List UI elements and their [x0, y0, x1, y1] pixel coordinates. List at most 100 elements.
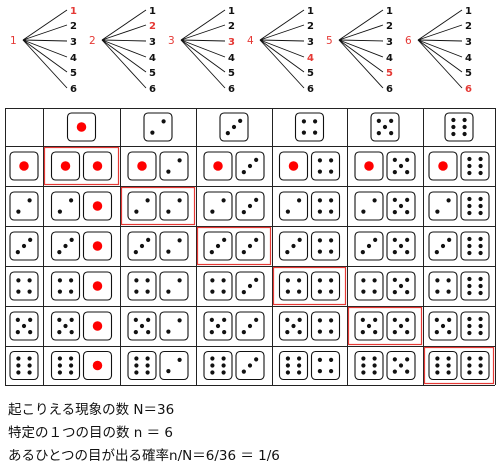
pip [329, 198, 334, 203]
pip [297, 278, 302, 283]
die-face-5 [9, 311, 39, 341]
pip [376, 118, 381, 123]
pip [221, 370, 226, 375]
tree-branch [101, 39, 147, 89]
pip [63, 243, 68, 249]
pip [392, 170, 397, 175]
pip [478, 203, 483, 209]
pip [467, 290, 472, 296]
pip [373, 330, 378, 335]
die-face-3 [127, 231, 157, 261]
die-face-3 [50, 231, 81, 261]
die-face-4 [127, 271, 157, 301]
pip [372, 289, 377, 294]
die-face-5 [386, 271, 416, 301]
pip [297, 289, 302, 294]
pip [317, 289, 322, 294]
die-face-4 [354, 271, 384, 301]
die-face-3 [235, 191, 265, 221]
die-face-6 [460, 151, 490, 181]
pip [372, 278, 377, 283]
tree-branch [417, 39, 463, 73]
pip [478, 316, 483, 322]
die-face-5 [278, 311, 309, 341]
pip [467, 250, 472, 256]
pip [145, 363, 150, 368]
pip [405, 277, 410, 282]
tree-branch-label: 3 [307, 37, 314, 48]
tree-branch [338, 24, 384, 41]
tree-branch [417, 39, 463, 58]
pip [63, 323, 68, 329]
pip [210, 363, 215, 368]
pip [27, 356, 32, 361]
pip [389, 118, 394, 123]
pip [361, 356, 366, 361]
pip [177, 158, 182, 163]
die-face-1 [203, 151, 233, 181]
pip [392, 157, 397, 162]
pip [57, 278, 63, 283]
pip [285, 289, 290, 294]
tree-root-label: 2 [89, 35, 96, 47]
pip [329, 357, 334, 362]
pip [329, 278, 334, 283]
pip [145, 289, 150, 294]
pip [478, 370, 483, 375]
pip [360, 317, 365, 322]
pip [137, 161, 147, 171]
die-face-5 [370, 112, 400, 142]
die-face-5 [386, 151, 416, 181]
pip [285, 356, 290, 361]
die-face-3 [235, 311, 265, 341]
pip [398, 163, 404, 169]
pip [462, 131, 467, 137]
pip [27, 363, 32, 368]
tree-branch-label: 1 [149, 6, 156, 17]
tree-branch-label: 5 [465, 68, 472, 79]
pip [447, 317, 452, 322]
tree-branch-label: 4 [386, 53, 393, 64]
pip [254, 197, 259, 202]
tree-branch [259, 39, 305, 73]
tree-branch [338, 39, 384, 89]
pip [329, 329, 334, 334]
die-face-6 [203, 350, 233, 381]
pip [166, 169, 171, 174]
pip [435, 209, 440, 214]
pip [247, 243, 253, 249]
pip [241, 250, 246, 255]
highlight-box [196, 226, 272, 266]
pip [60, 161, 71, 171]
pip [317, 329, 322, 334]
pip [317, 318, 322, 323]
pip [478, 323, 483, 329]
pip [134, 356, 139, 361]
pip [364, 161, 374, 171]
pip [69, 363, 74, 368]
pip [231, 124, 237, 130]
pip [372, 356, 377, 361]
tree-branch [180, 9, 226, 41]
tree-branch-label: 5 [386, 68, 393, 79]
die-face-5 [386, 311, 416, 341]
tree-branch-label: 1 [465, 6, 472, 17]
pip [478, 210, 483, 216]
pip [28, 237, 33, 242]
pip [392, 290, 397, 295]
pip [254, 237, 259, 242]
pip [392, 210, 397, 215]
pip [166, 289, 171, 294]
pip [210, 370, 215, 375]
die-face-6 [50, 350, 81, 381]
pip [69, 198, 74, 203]
tree-branch [101, 39, 147, 42]
pip [291, 323, 296, 329]
pip [238, 118, 243, 123]
pip [467, 356, 472, 361]
die-face-2 [159, 271, 189, 301]
die-face-3 [354, 231, 384, 261]
pip [440, 323, 446, 329]
die-face-2 [159, 231, 189, 261]
